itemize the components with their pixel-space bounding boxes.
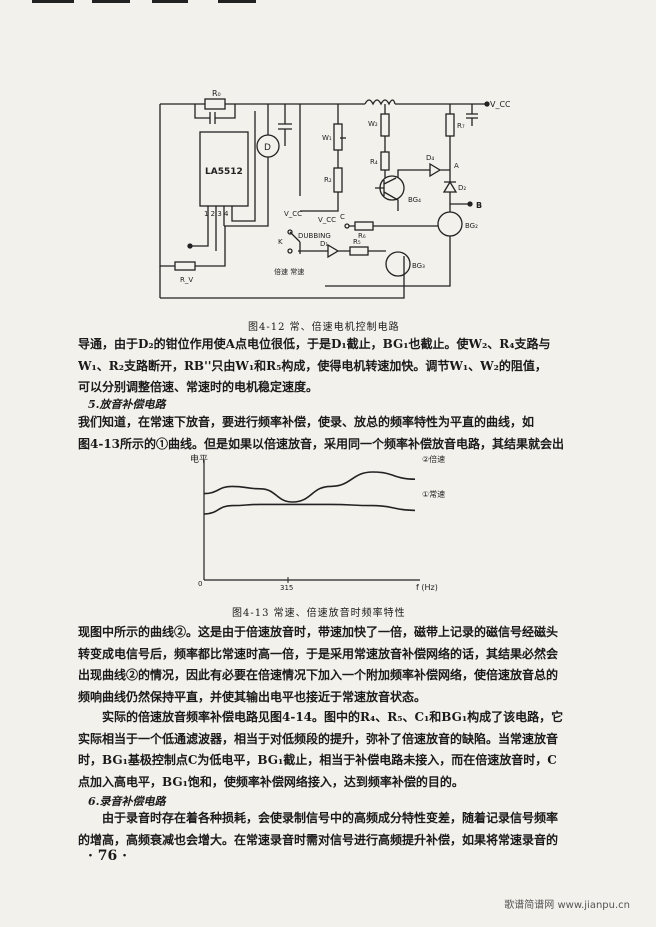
label-vcc1: V_CC <box>284 210 302 218</box>
label-c: C <box>340 213 345 221</box>
label-r0: R₀ <box>212 89 221 98</box>
paragraph-4: 实际的倍速放音频率补偿电路见图4-14。图中的R₄、R₅、C₁和BG₁构成了该电… <box>78 707 580 793</box>
label-motor: D <box>264 143 271 153</box>
text-line: 实际相当于一个低通滤波器，相当于对低频段的提升，弥补了倍速放音的缺陷。当常速放音 <box>78 731 559 746</box>
label-vcc2: V_CC <box>318 216 336 224</box>
label-r5: R₅ <box>353 238 361 246</box>
label-b: B <box>476 201 482 210</box>
curve-1-normal-speed <box>203 503 416 515</box>
label-rv: R_V <box>180 276 193 284</box>
paragraph-3: 现图中所示的曲线②。这是由于倍速放音时，带速加快了一倍，磁带上记录的磁信号经磁头… <box>78 622 580 708</box>
x-axis-label: f (Hz) <box>416 583 438 592</box>
text-line: 我们知道，在常速下放音，要进行频率补偿，使录、放总的频率特性为平直的曲线，如 <box>78 415 535 429</box>
page-number: · 76 · <box>88 848 127 864</box>
figure-4-13-caption: 图4-13 常速、倍速放音时频率特性 <box>232 608 406 619</box>
site-watermark: 歌谱简谱网 www.jianpu.cn <box>504 900 630 911</box>
text-line: W₁、R₂支路断开，RB''只由W₁和R₅构成，使得电机转速加快。调节W₁、W₂… <box>78 358 547 373</box>
label-r6: R₆ <box>358 232 366 240</box>
label-vcc-top: V_CC <box>490 100 510 109</box>
label-bg4: BG₄ <box>408 196 421 204</box>
text-line: 的增高，高频衰减也会增大。在常速录音时需对信号进行高频提升补偿，如果将常速录音的 <box>78 832 559 847</box>
curve-2-label: ②倍速 <box>422 454 445 464</box>
text-line: 点加入高电平，BG₁饱和，使频率补偿网络接入，达到频率补偿的目的。 <box>78 774 464 789</box>
text-line: 频响曲线仍然保持平直，并使其输出电平也接近于常速放音状态。 <box>78 689 427 704</box>
label-dubbing: DUBBING <box>298 232 331 240</box>
text-line: 由于录音时存在着各种损耗，会使录制信号中的高频成分特性变差，随着记录信号频率 <box>78 811 559 825</box>
label-d2: D₂ <box>458 184 466 192</box>
label-r2: R₂ <box>324 176 332 184</box>
text-line: 可以分别调整倍速、常速时的电机稳定速度。 <box>78 380 319 394</box>
curve-2-double-speed <box>203 471 416 503</box>
motor-control-circuit-diagram: R₀ V_CC LA5512 D 1 2 3 4 W₁ R₂ W₂ R₄ R₇ … <box>159 89 510 299</box>
label-bg3: BG₃ <box>412 262 425 270</box>
label-r4: R₄ <box>370 158 378 166</box>
label-d4: D₄ <box>426 154 434 162</box>
y-axis-label: 电平 <box>190 453 208 465</box>
paragraph-2: 我们知道，在常速下放音，要进行频率补偿，使录、放总的频率特性为平直的曲线，如 图… <box>78 412 580 455</box>
label-switch: 倍速 常速 <box>274 267 304 276</box>
text-line: 图4-13所示的①曲线。但是如果以倍速放音，采用同一个频率补偿放音电路，其结果就… <box>78 436 565 451</box>
x-tick-315: 315 <box>280 584 293 592</box>
text-line: 现图中所示的曲线②。这是由于倍速放音时，带速加快了一倍，磁带上记录的磁信号经磁头 <box>78 625 559 639</box>
section-heading-6: 6.录音补偿电路 <box>88 795 166 808</box>
label-r7: R₇ <box>457 122 465 130</box>
label-bg2: BG₂ <box>465 222 478 230</box>
label-k: K <box>278 238 283 246</box>
text-line: 实际的倍速放音频率补偿电路见图4-14。图中的R₄、R₅、C₁和BG₁构成了该电… <box>78 710 564 724</box>
text-line: 出现曲线②的情况，因此有必要在倍速情况下加入一个附加频率补偿网络，使倍速放音总的 <box>78 668 559 682</box>
label-d1: D₁ <box>320 240 328 248</box>
frequency-response-chart: 电平 f (Hz) 0 315 ②倍速 ①常速 <box>190 453 445 592</box>
text-line: 导通，由于D₂的钳位作用使A点电位很低，于是D₁截止，BG₁也截止。使W₂、R₄… <box>78 337 551 351</box>
origin-label: 0 <box>198 580 202 588</box>
label-w1: W₁ <box>322 134 332 142</box>
figure-4-12-caption: 图4-12 常、倍速电机控制电路 <box>248 322 400 333</box>
label-ic: LA5512 <box>205 167 243 177</box>
text-line: 转变成电信号后，频率都比常速时高一倍，于是采用常速放音补偿网络的话，其结果必然会 <box>78 646 559 661</box>
label-w2: W₂ <box>368 120 378 128</box>
label-pins: 1 2 3 4 <box>204 210 229 218</box>
paragraph-1: 导通，由于D₂的钳位作用使A点电位很低，于是D₁截止，BG₁也截止。使W₂、R₄… <box>78 334 580 399</box>
section-heading-5: 5.放音补偿电路 <box>88 398 166 411</box>
label-a: A <box>454 162 459 170</box>
paragraph-5: 由于录音时存在着各种损耗，会使录制信号中的高频成分特性变差，随着记录信号频率 的… <box>78 808 580 851</box>
curve-1-label: ①常速 <box>422 490 445 499</box>
text-line: 时，BG₁基极控制点C为低电平，BG₁截止，相当于补偿电路未接入，而在倍速放音时… <box>78 753 557 767</box>
